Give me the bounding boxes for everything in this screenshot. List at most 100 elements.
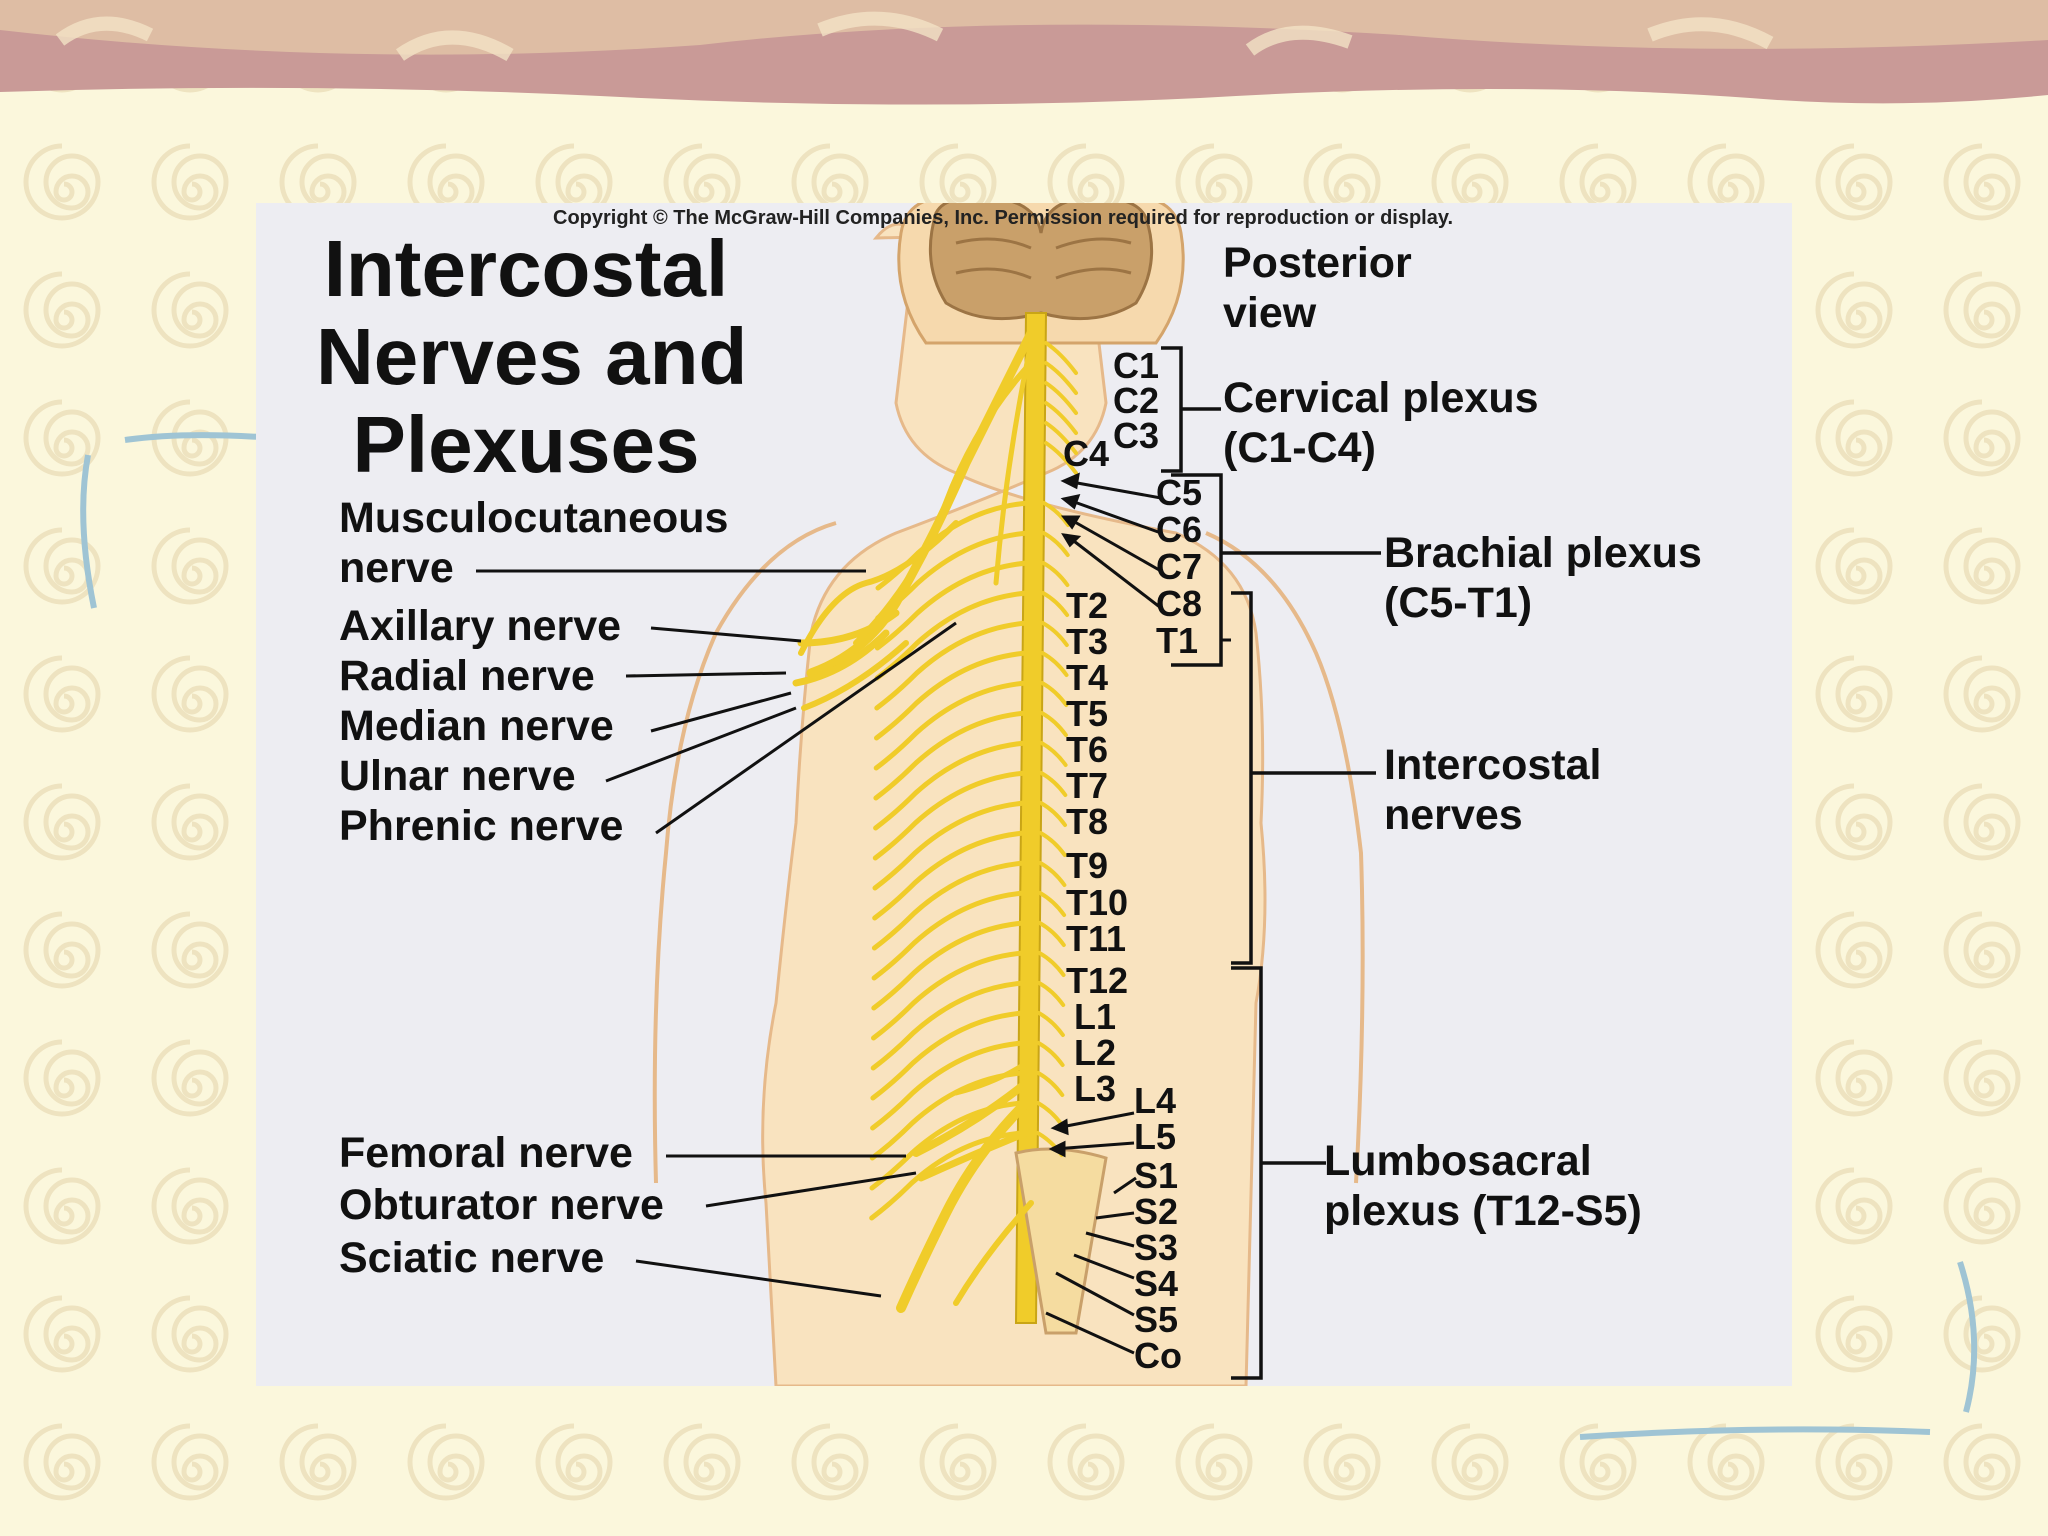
obturator-nerve-label: Obturator nerve <box>339 1181 664 1229</box>
left-intercostal-branch <box>870 1040 1026 1131</box>
brachial-label-line-2: (C5-T1) <box>1384 579 1533 627</box>
segment-l5: L5 <box>1134 1116 1177 1157</box>
left-intercostal-branch <box>871 890 1027 981</box>
diagram-title: Intercostal Nerves and Plexuses <box>316 224 748 489</box>
segment-c7: C7 <box>1156 546 1203 587</box>
axillary-branch <box>797 609 900 647</box>
brain <box>928 203 1154 321</box>
right-intercostal-branch <box>1037 951 1066 977</box>
cervical-right-branch <box>1044 441 1078 475</box>
cervical-right-branch <box>1044 381 1078 415</box>
right-intercostal-branch <box>1036 1011 1065 1037</box>
radial-branch <box>792 629 890 687</box>
left-intercostal-branch <box>874 650 1029 741</box>
right-intercostal-branch <box>1041 591 1070 617</box>
cervical-right-branch <box>1044 341 1078 375</box>
view-label-line-1: Posterior <box>1223 239 1412 287</box>
segment-t3: T3 <box>1066 621 1109 662</box>
cervical-label-line-2: (C1-C4) <box>1223 424 1376 472</box>
segment-s1: S1 <box>1134 1155 1179 1196</box>
right-intercostal-branch <box>1040 651 1069 677</box>
obturator-branch <box>917 1129 1030 1182</box>
title-line-1: Intercostal <box>323 224 729 313</box>
segment-t12: T12 <box>1066 960 1129 1001</box>
segment-s5: S5 <box>1134 1299 1179 1340</box>
right-intercostal-branch <box>1036 1071 1065 1097</box>
lumbosacral-label-line-2: plexus (T12-S5) <box>1324 1187 1642 1235</box>
deco-bracket-right <box>1957 1261 1978 1413</box>
segment-l4: L4 <box>1134 1080 1177 1121</box>
segment-t8: T8 <box>1066 801 1109 842</box>
segment-c2: C2 <box>1113 380 1160 421</box>
cervical-plexus-label: Cervical plexus (C1-C4) <box>1223 373 1539 473</box>
left-intercostal-branch <box>874 620 1030 711</box>
left-intercostal-branch <box>873 680 1029 771</box>
cervical-right-branch <box>1044 361 1078 395</box>
left-intercostal-branch <box>871 950 1026 1041</box>
brachial-label-line-1: Brachial plexus <box>1384 529 1702 577</box>
segment-t2: T2 <box>1066 585 1109 626</box>
ulnar-nerve-label: Ulnar nerve <box>339 752 576 800</box>
right-intercostal-branch <box>1042 501 1070 527</box>
median-nerve-label: Median nerve <box>339 702 614 750</box>
segment-t5: T5 <box>1066 693 1109 734</box>
right-intercostal-branch <box>1037 921 1066 947</box>
right-intercostal-branch <box>1038 891 1067 917</box>
view-label-line-2: view <box>1223 289 1317 337</box>
segment-c5: C5 <box>1156 472 1203 513</box>
right-intercostal-branch <box>1041 531 1070 557</box>
right-intercostal-branch <box>1036 1041 1065 1067</box>
segment-s2: S2 <box>1134 1191 1179 1232</box>
right-intercostal-branch <box>1041 561 1070 587</box>
lumbosacral-label-line-1: Lumbosacral <box>1324 1137 1592 1185</box>
title-line-2: Nerves and <box>316 312 748 401</box>
nerve-diagram-panel: Copyright © The McGraw-Hill Companies, I… <box>256 203 1792 1386</box>
cervical-bracket <box>1161 346 1221 473</box>
segment-t7: T7 <box>1066 765 1109 806</box>
right-intercostal-branch <box>1039 711 1068 737</box>
right-intercostal-branch <box>1039 771 1068 797</box>
right-intercostal-branch <box>1040 621 1069 647</box>
cervical-label-line-1: Cervical plexus <box>1223 374 1539 422</box>
intercostal-bracket <box>1231 591 1376 965</box>
segment-l2: L2 <box>1074 1032 1117 1073</box>
sciatic-trunk <box>896 1098 1031 1313</box>
lumbosacral-bracket <box>1231 966 1326 1380</box>
segment-t11: T11 <box>1066 918 1127 959</box>
segment-co: Co <box>1134 1335 1182 1376</box>
segment-c1: C1 <box>1113 345 1160 386</box>
musculocutaneous-label-line-1: Musculocutaneous <box>339 494 729 542</box>
segment-t6: T6 <box>1066 729 1109 770</box>
segment-t9: T9 <box>1066 845 1109 886</box>
intercostal-label-line-2: nerves <box>1384 791 1523 839</box>
view-label: Posterior view <box>1223 238 1412 338</box>
arm-nerve-branches <box>792 328 1078 711</box>
femoral-branch <box>912 1079 1030 1157</box>
phrenic-branch <box>993 340 1034 586</box>
left-intercostal-branch <box>872 800 1028 891</box>
segment-c4: C4 <box>1063 433 1110 474</box>
radial-nerve-label: Radial nerve <box>339 652 595 700</box>
cervical-right-branch <box>1044 421 1078 455</box>
left-intercostal-branch <box>869 1070 1025 1161</box>
right-intercostal-branch <box>1038 831 1067 857</box>
left-intercostal-branch <box>873 740 1029 831</box>
upper-trunk <box>853 360 1034 646</box>
segment-s3: S3 <box>1134 1227 1179 1268</box>
sacral-branch <box>953 1200 1034 1306</box>
deco-line-top <box>124 432 261 443</box>
right-intercostal-branch <box>1039 741 1068 767</box>
segment-s4: S4 <box>1134 1263 1179 1304</box>
left-intercostal-branch <box>872 770 1028 861</box>
segment-arrows <box>1045 472 1162 1355</box>
deco-line-bottom <box>1579 1426 1931 1440</box>
intercostal-nerves-label: Intercostal nerves <box>1384 740 1601 840</box>
title-line-3: Plexuses <box>352 400 700 489</box>
copyright-notice: Copyright © The McGraw-Hill Companies, I… <box>553 207 1454 229</box>
segment-c6: C6 <box>1156 509 1203 550</box>
segment-t1: T1 <box>1156 620 1199 661</box>
femoral-nerve-label: Femoral nerve <box>339 1129 633 1177</box>
right-intercostal-branch <box>1038 861 1067 887</box>
region-brackets <box>1161 346 1381 1380</box>
cervical-right-branch <box>1044 401 1078 435</box>
